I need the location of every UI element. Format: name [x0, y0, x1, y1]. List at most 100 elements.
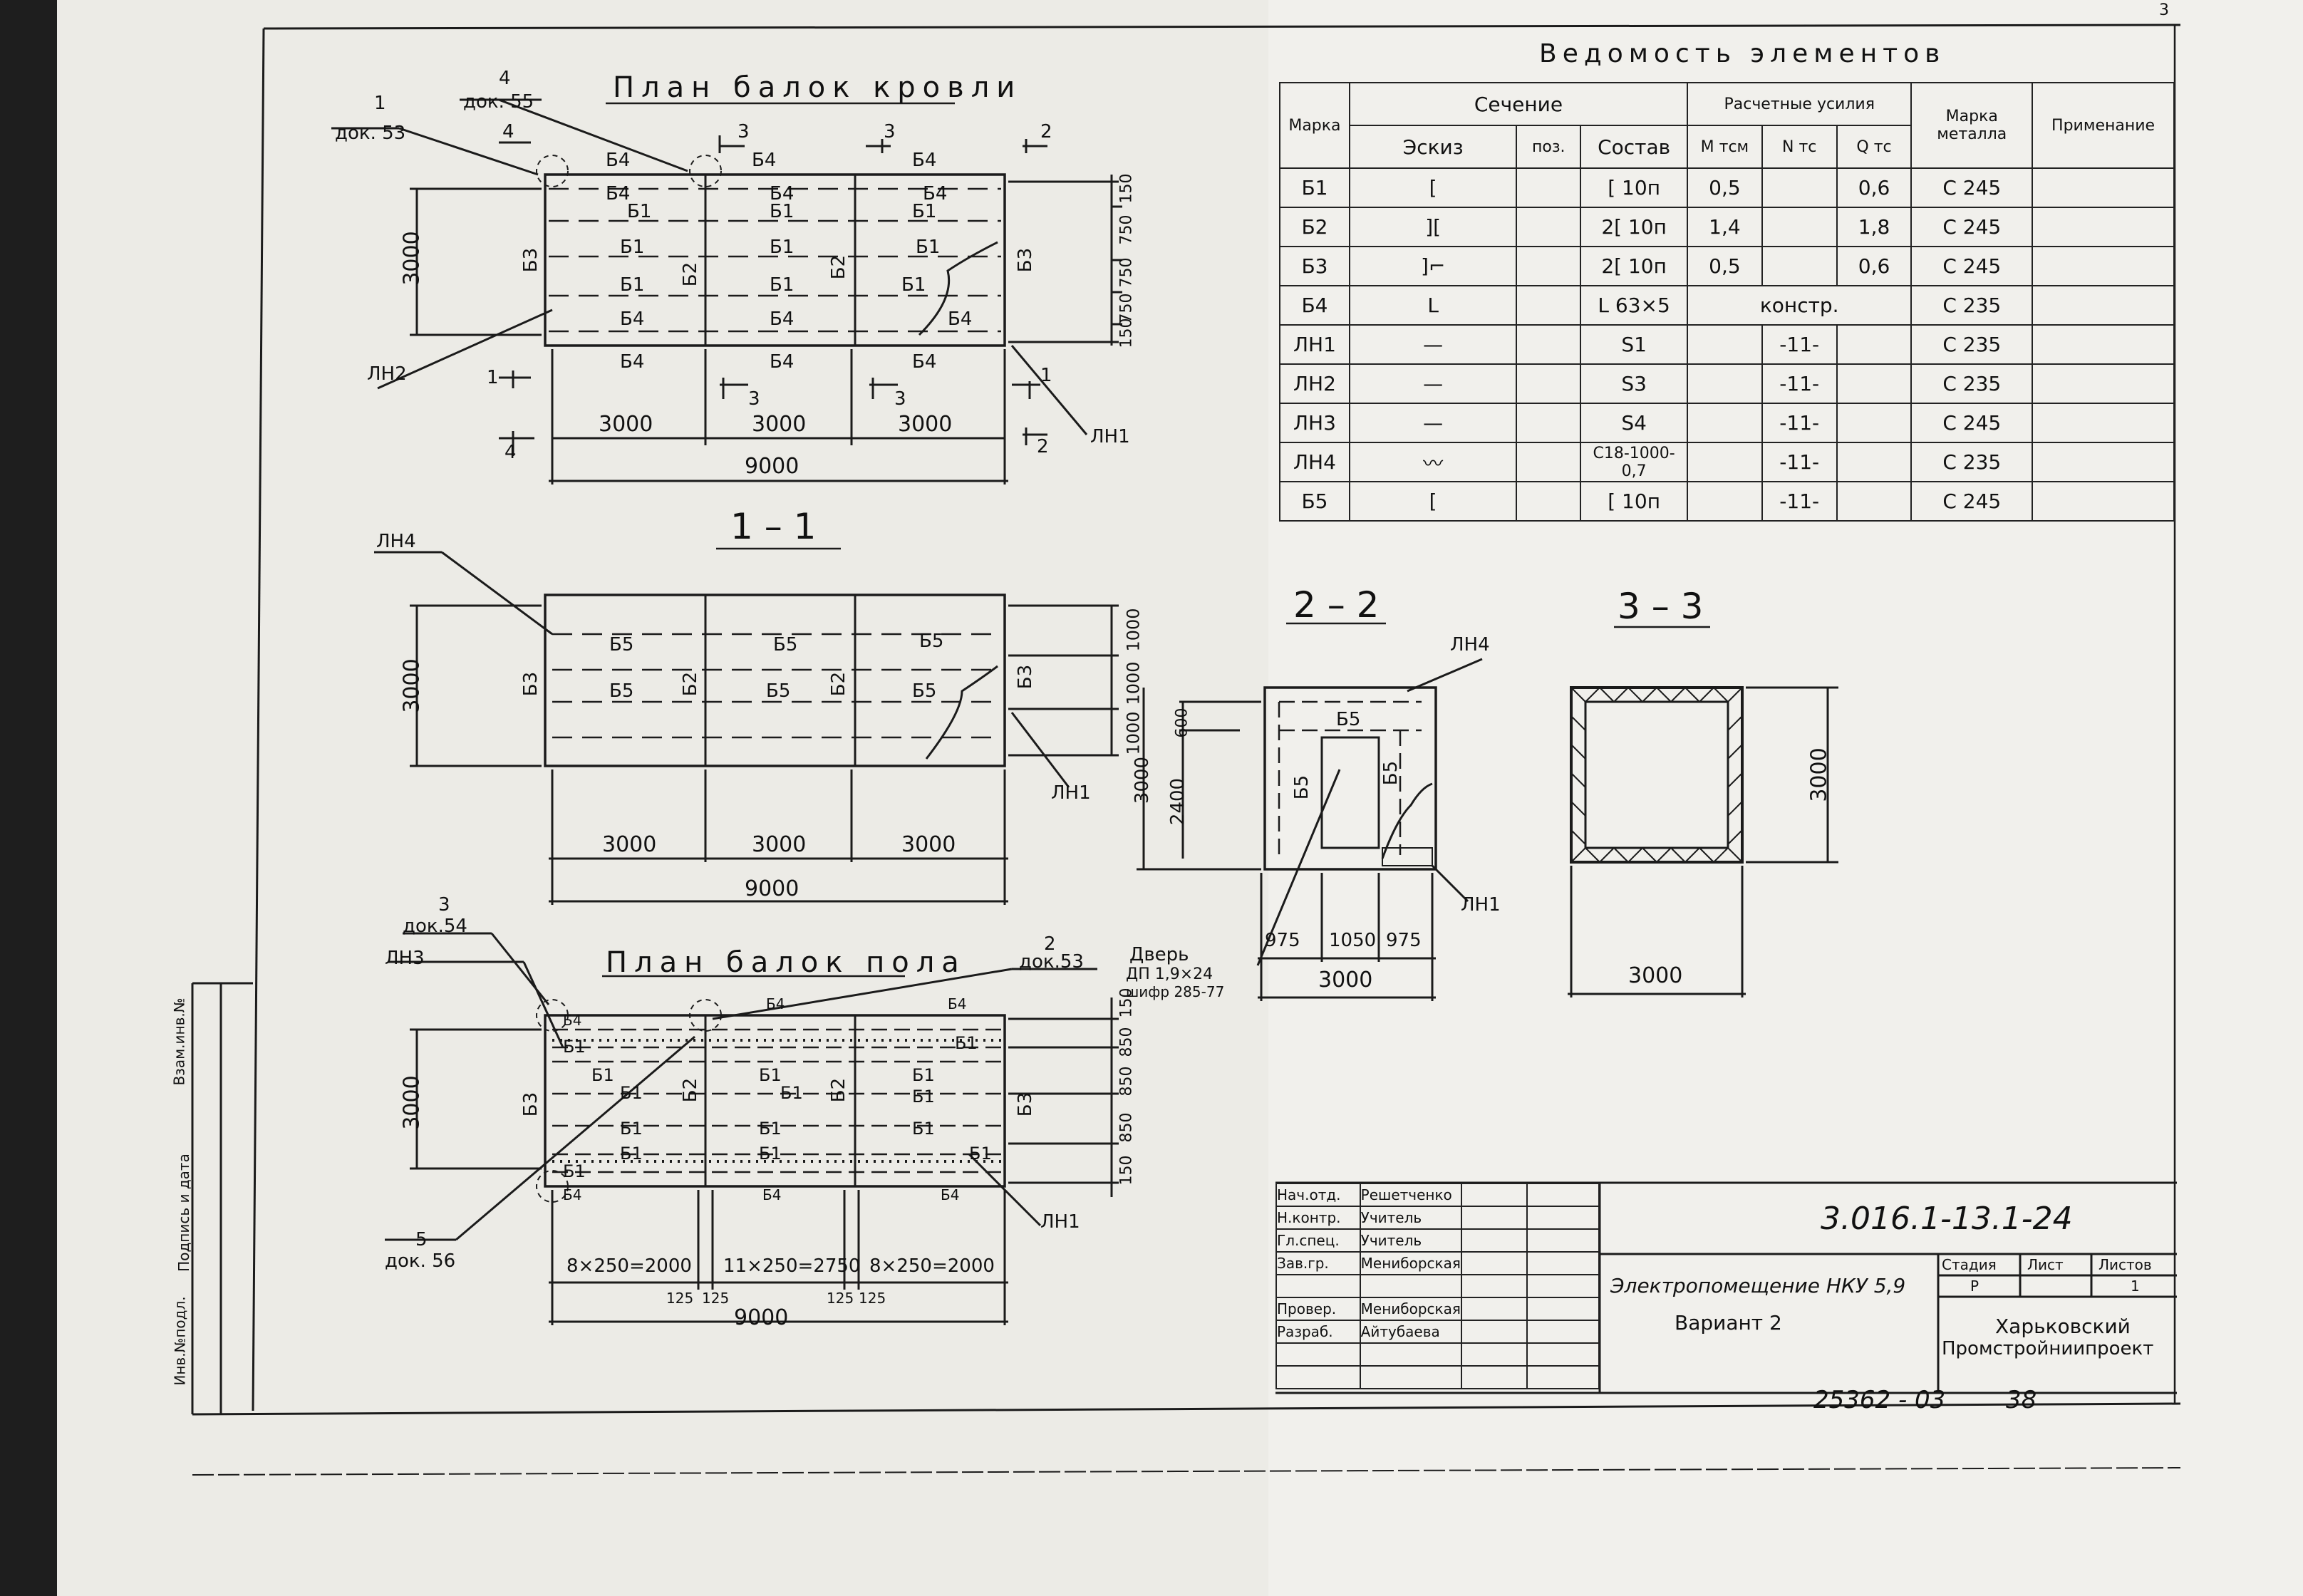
cell-n: -11- [1761, 442, 1838, 482]
section-mark: 4 [504, 442, 517, 463]
name-cell: Решетченко [1359, 1183, 1462, 1207]
beam-label: Б4 [912, 150, 937, 171]
beam-label: Б1 [620, 1144, 643, 1164]
role-cell: Гл.спец. [1275, 1228, 1361, 1253]
section-mark: 1 [487, 367, 499, 388]
door-label: ДП 1,9×24 [1126, 965, 1213, 983]
cell-metal: С 245 [1910, 207, 2034, 247]
cell-mark: ЛН3 [1279, 403, 1350, 443]
column-label: Б3 [1015, 1092, 1037, 1117]
cell-metal: С 235 [1910, 324, 2034, 365]
top-height-dimension: 600 [1173, 708, 1191, 738]
cell-pos [1516, 324, 1582, 365]
floor-plan-title: План балок пола [606, 946, 966, 979]
cell-note [2032, 167, 2175, 208]
callout-2-ref: док.53 [1019, 951, 1084, 973]
beam-label: Б1 [563, 1037, 586, 1057]
page-number: 38 [2006, 1386, 2037, 1414]
ln1-label: ЛН1 [1090, 426, 1130, 447]
beam-label: Б1 [770, 274, 795, 296]
spacing-dimension: 1000 [1123, 608, 1144, 652]
table-row: ЛН4 〰 С18-1000-0,7 -11- С 235 [1279, 442, 2175, 482]
spacing-dimension: 850 [1117, 1112, 1136, 1143]
pitch-dimension: 11×250=2750 [723, 1255, 861, 1277]
column-label: Б3 [520, 1092, 542, 1117]
section-mark: 3 [748, 388, 760, 410]
header-sketch: Эскиз [1348, 125, 1518, 169]
cell-m [1687, 363, 1763, 404]
cell-q: 0,6 [1836, 167, 1913, 208]
cell-pos [1516, 442, 1582, 482]
span-dimension: 3000 [901, 832, 956, 857]
section-mark: 4 [502, 121, 514, 142]
cell-n [1761, 167, 1838, 208]
header-metal: Марка металла [1910, 82, 2034, 169]
beam-label: Б1 [759, 1065, 782, 1085]
name-cell: Айтубаева [1359, 1320, 1462, 1344]
door-label: шифр 285-77 [1126, 983, 1225, 1000]
cell-m: 0,5 [1687, 246, 1763, 286]
cell-pos [1516, 246, 1582, 286]
beam-label: Б1 [912, 1119, 935, 1139]
table-row: Б5 [ [ 10п -11- С 245 [1279, 481, 2175, 522]
total-dimension: 9000 [745, 454, 799, 479]
width-dimension: 3000 [1628, 963, 1683, 988]
callout-5-ref: док. 56 [385, 1250, 456, 1272]
cell-m: 1,4 [1687, 207, 1763, 247]
section-mark: 3 [738, 121, 750, 142]
beam-label: Б1 [591, 1065, 614, 1085]
cell-q [1836, 363, 1913, 404]
beam-label: Б1 [759, 1119, 782, 1139]
beam-label: Б1 [563, 1161, 586, 1181]
name-cell: Мениборская [1359, 1297, 1462, 1321]
beam-label: Б1 [955, 1033, 978, 1053]
cell-note [2032, 481, 2175, 522]
cell-q [1836, 403, 1913, 443]
cell-n [1761, 246, 1838, 286]
column-label: Б2 [828, 671, 850, 697]
callout-5-number: 5 [415, 1229, 428, 1250]
margin-inv-label: Инв.№подл. [171, 1296, 189, 1386]
span-dimension: 3000 [752, 832, 807, 857]
cell-pos [1516, 363, 1582, 404]
beam-label: Б4 [923, 183, 948, 204]
header-pos: поз. [1516, 125, 1582, 169]
cell-q [1836, 324, 1913, 365]
callout-1-ref: док. 53 [335, 123, 406, 144]
elements-table: Марка Сечение Расчетные усилия Марка мет… [1279, 82, 2175, 522]
beam-label: Б4 [752, 150, 777, 171]
cell-sketch: — [1348, 403, 1518, 443]
cell-n: -11- [1761, 403, 1838, 443]
gap-dimension: 125 [859, 1290, 886, 1307]
beam-label: Б5 [1291, 774, 1313, 800]
header-section: Сечение [1348, 82, 1689, 126]
cell-metal: С 235 [1910, 285, 2034, 326]
cell-sketch: — [1348, 363, 1518, 404]
cell-metal: С 235 [1910, 363, 2034, 404]
cell-mark: Б2 [1279, 207, 1350, 247]
cell-metal: С 235 [1910, 442, 2034, 482]
ln3-label: ЛН3 [385, 948, 425, 969]
callout-3-ref: док.54 [403, 916, 467, 937]
cell-sketch: ][ [1348, 207, 1518, 247]
height-dimension: 3000 [1132, 756, 1154, 804]
cell-sketch: [ [1348, 167, 1518, 208]
header-q: Q тс [1836, 125, 1913, 169]
beam-label: Б1 [759, 1144, 782, 1164]
door-height-dimension: 2400 [1167, 777, 1189, 826]
spacing-dimension: 150 [1117, 173, 1136, 204]
beam-label: Б4 [770, 309, 795, 330]
cell-mark: Б1 [1279, 167, 1350, 208]
cell-mark: ЛН2 [1279, 363, 1350, 404]
role-cell: Зав.гр. [1275, 1251, 1361, 1275]
cell-note [2032, 324, 2175, 365]
elements-table-title: Ведомость элементов [1539, 39, 1946, 68]
header-m: M тсм [1687, 125, 1763, 169]
cell-mark: Б4 [1279, 285, 1350, 326]
cell-comp: [ 10п [1580, 167, 1689, 208]
cell-m: 0,5 [1687, 167, 1763, 208]
spacing-dimension: 150 [1117, 318, 1136, 348]
cell-comp: S3 [1580, 363, 1689, 404]
beam-label: Б4 [948, 309, 973, 330]
margin-sign-label: Подпись и дата [175, 1154, 192, 1272]
